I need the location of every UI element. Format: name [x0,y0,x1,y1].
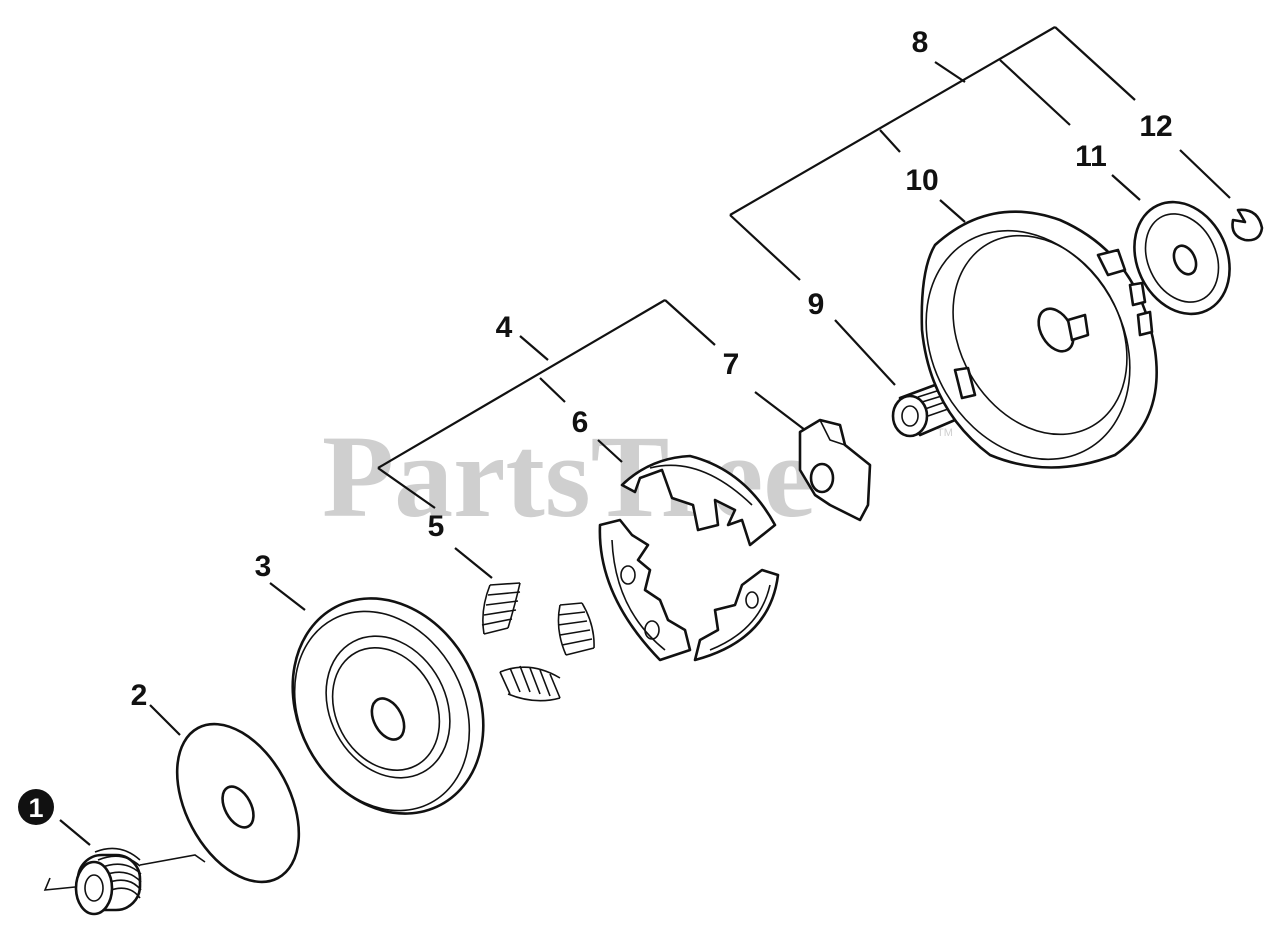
callout-3[interactable]: 3 [255,550,272,583]
callout-6[interactable]: 6 [572,406,589,439]
part-12-clip [1231,208,1264,242]
callout-7[interactable]: 7 [723,348,740,381]
callout-5[interactable]: 5 [428,510,445,543]
callout-9[interactable]: 9 [808,288,825,321]
callout-1-text: 1 [28,793,43,823]
part-1-spring [43,847,206,916]
callout-4[interactable]: 4 [496,311,513,344]
callout-10[interactable]: 10 [905,164,938,197]
spring-upper [481,582,521,635]
part-2-washer [175,722,301,884]
part-7-hub [798,418,872,522]
leader-lines [59,26,1231,846]
callout-1[interactable]: 1 [18,789,54,825]
callout-labels: 1 2 3 4 5 6 7 8 9 10 11 12 [18,26,1173,825]
callout-11[interactable]: 11 [1075,140,1107,173]
watermark-trademark: TM [937,427,953,439]
callout-2[interactable]: 2 [131,679,148,712]
callout-1-badge [18,789,54,825]
callout-12[interactable]: 12 [1139,110,1172,143]
part-6-shoes [598,454,780,662]
part-11-washer [1133,200,1231,316]
part-3-plate [291,597,485,815]
spring-middle [557,602,595,656]
callout-8[interactable]: 8 [912,26,929,59]
part-5-springs [481,582,595,702]
spring-lower [499,665,561,702]
part-10-drum [920,210,1158,469]
